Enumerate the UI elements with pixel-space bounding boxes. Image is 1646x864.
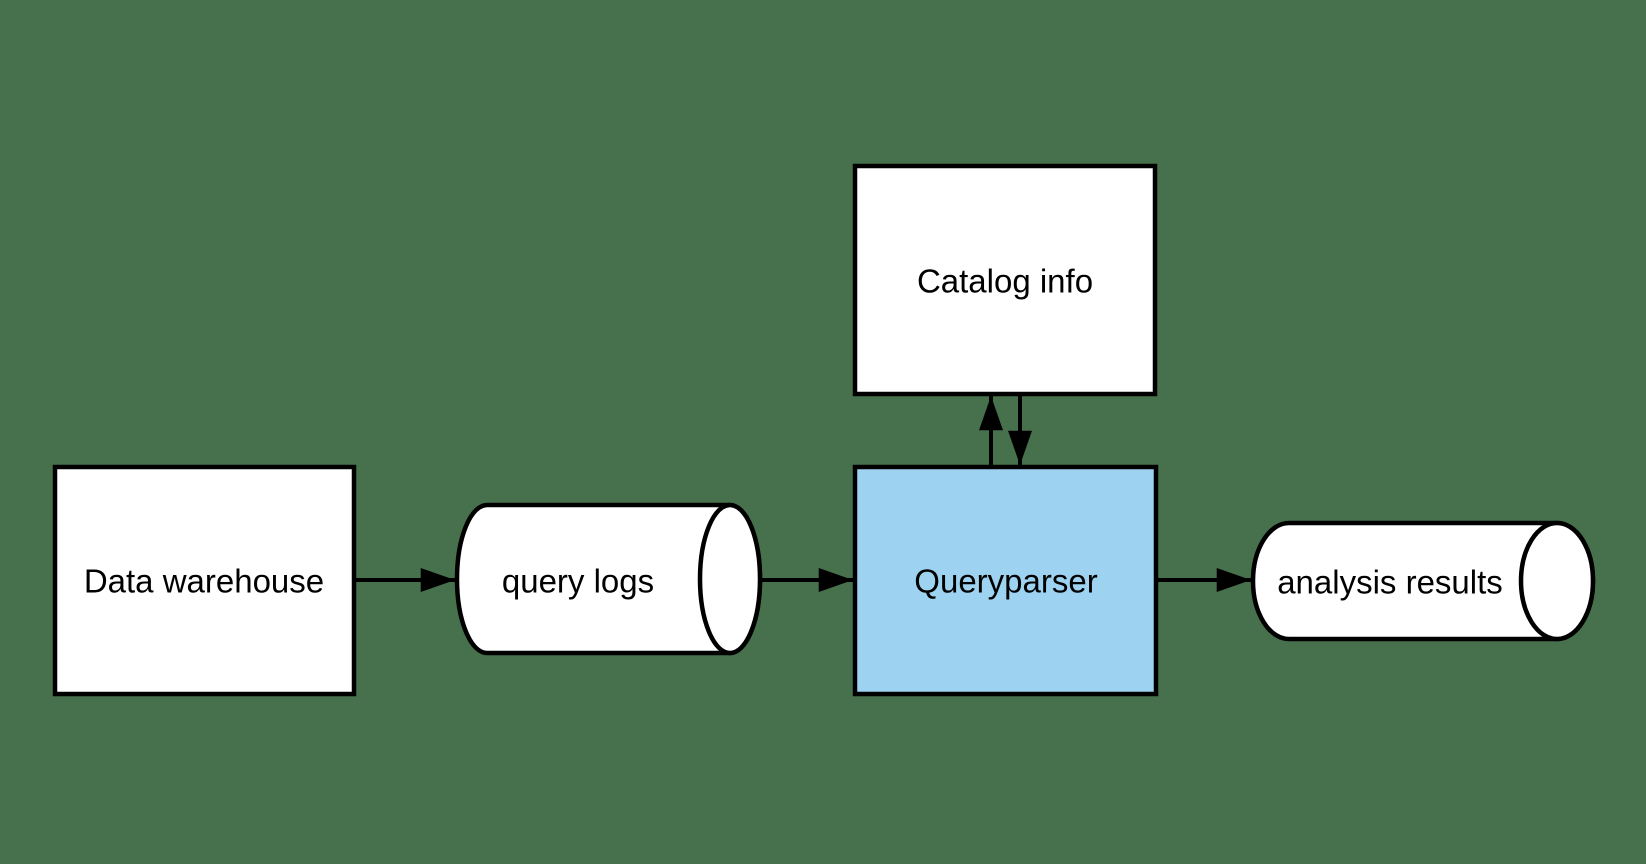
queryparser-label: Queryparser <box>914 563 1097 600</box>
node-analysis-results: analysis results <box>1250 520 1596 642</box>
node-query-logs: query logs <box>454 502 763 656</box>
query-logs-cylinder-cap <box>697 502 763 656</box>
catalog-info-label: Catalog info <box>917 263 1093 300</box>
data-warehouse-label: Data warehouse <box>84 563 324 600</box>
analysis-results-cylinder-cap <box>1518 520 1596 642</box>
node-queryparser: Queryparser <box>852 464 1159 697</box>
node-catalog-info: Catalog info <box>852 163 1158 397</box>
node-data-warehouse: Data warehouse <box>52 464 357 697</box>
query-logs-label: query logs <box>502 563 654 600</box>
queryparser-box <box>852 464 1159 697</box>
analysis-results-label: analysis results <box>1277 564 1503 601</box>
data-warehouse-box <box>52 464 357 697</box>
catalog-info-box <box>852 163 1158 397</box>
